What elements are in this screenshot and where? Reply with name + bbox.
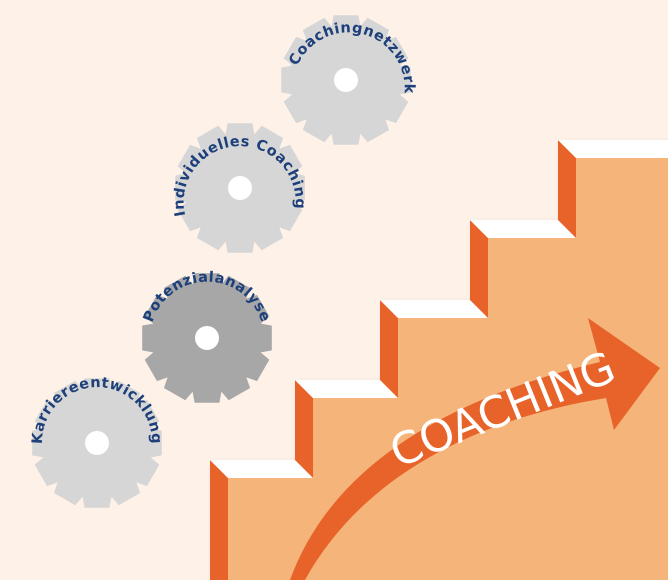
stair-side bbox=[295, 380, 313, 478]
gear-hub bbox=[334, 68, 358, 92]
stair-tread bbox=[470, 220, 576, 238]
stair-side bbox=[380, 300, 398, 398]
stair-tread bbox=[295, 380, 398, 398]
stair-side bbox=[210, 460, 228, 580]
gear-hub bbox=[85, 431, 109, 455]
gear-hub bbox=[228, 176, 252, 200]
arrow-shape bbox=[290, 318, 660, 580]
stair-side bbox=[470, 220, 488, 318]
gear: Coachingnetzwerk bbox=[281, 15, 416, 145]
gear: Individuelles Coaching bbox=[171, 123, 307, 253]
stair-tread bbox=[380, 300, 488, 318]
stair-tread bbox=[558, 140, 668, 158]
gear: Potenzialanalyse bbox=[141, 269, 273, 403]
stair-tread bbox=[210, 460, 313, 478]
stair-side bbox=[558, 140, 576, 238]
staircase bbox=[210, 140, 668, 580]
gear-hub bbox=[195, 326, 219, 350]
stair-face bbox=[228, 158, 668, 580]
gear: Karriereentwicklung bbox=[30, 375, 164, 508]
